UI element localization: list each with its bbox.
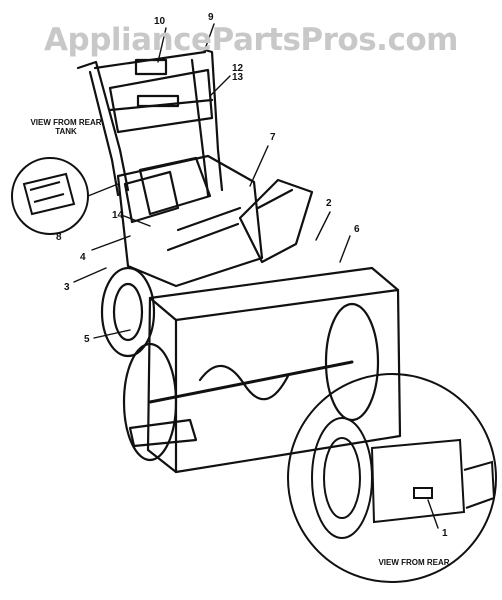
fuel-tank xyxy=(123,170,180,224)
callout-6: 6 xyxy=(354,224,360,235)
handle-left xyxy=(76,60,130,192)
callout-9: 9 xyxy=(208,12,214,23)
auger-left xyxy=(122,342,178,462)
callout-14: 14 xyxy=(112,210,124,221)
inset-rear-tank-circle xyxy=(11,157,89,235)
callout-4: 4 xyxy=(80,252,86,263)
decal-12 xyxy=(136,94,180,108)
engine-block xyxy=(116,154,264,288)
callout-8: 8 xyxy=(56,232,62,243)
decal-10 xyxy=(134,58,168,76)
callout-3: 3 xyxy=(64,282,70,293)
auger-housing xyxy=(146,266,402,474)
callout-12-13: 12 13 xyxy=(232,63,244,83)
callout-10: 10 xyxy=(154,16,166,27)
handle-left-inner xyxy=(88,70,120,197)
auger-right xyxy=(324,302,380,422)
wheel-left xyxy=(100,266,156,358)
control-panel xyxy=(108,68,214,134)
handle-right-inner xyxy=(190,58,210,197)
callout-1: 1 xyxy=(442,528,448,539)
discharge-chute xyxy=(238,178,314,264)
callout-2: 2 xyxy=(326,198,332,209)
callout-5: 5 xyxy=(84,334,90,345)
inset-rear-circle xyxy=(287,373,497,583)
inset-label-rear: VIEW FROM REAR xyxy=(378,558,450,567)
inset-label-rear-tank: VIEW FROM REAR TANK xyxy=(30,118,102,136)
callout-7: 7 xyxy=(270,132,276,143)
auger-shaft xyxy=(148,360,354,404)
engine-shroud xyxy=(138,156,212,216)
